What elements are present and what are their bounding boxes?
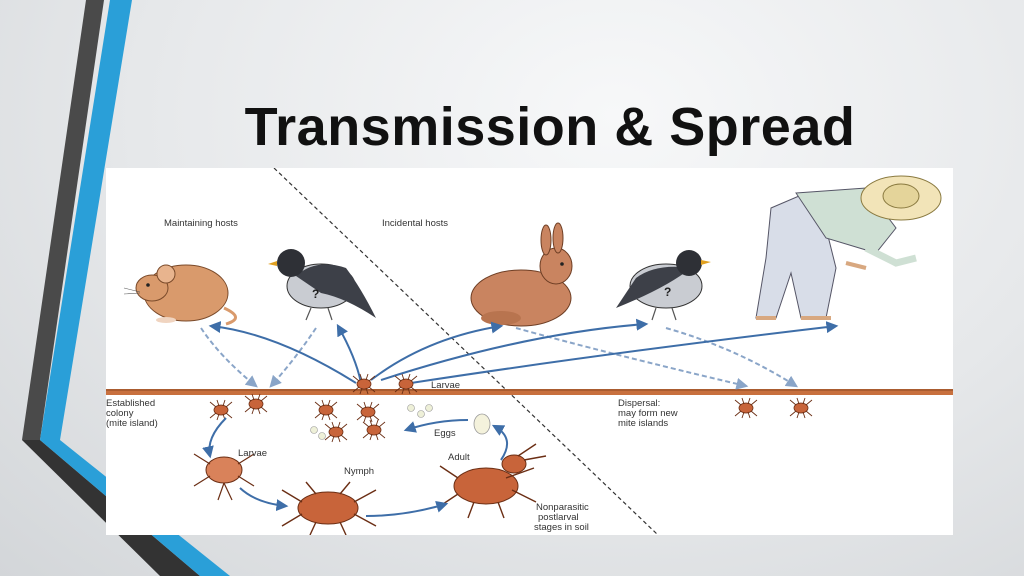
label-dispersal-2: may form new: [618, 408, 678, 419]
bird-left-illustration: ?: [268, 249, 376, 321]
mite-dispersal-2: [789, 397, 813, 419]
eggs-cluster: [310, 404, 491, 440]
label-dispersal-1: Dispersal:: [618, 398, 660, 409]
label-nonparasitic-1: Nonparasitic: [536, 502, 589, 513]
larva-illustration: [193, 453, 255, 501]
label-larvae-cycle: Larvae: [238, 448, 267, 459]
label-maintaining-hosts: Maintaining hosts: [164, 218, 238, 229]
label-established-colony-1: Established: [106, 398, 155, 409]
mite-colony-6: [362, 419, 386, 441]
label-eggs: Eggs: [434, 428, 456, 439]
adult-mite-illustration: [439, 443, 547, 519]
mouse-illustration: [123, 264, 237, 326]
label-larvae-top: Larvae: [431, 380, 460, 391]
nymph-illustration: [281, 481, 377, 535]
label-established-colony-2: colony: [106, 408, 134, 419]
label-established-colony-3: (mite island): [106, 418, 158, 429]
mite-colony-1: [244, 393, 268, 415]
label-dispersal-3: mite islands: [618, 418, 668, 429]
mite-colony-2: [209, 399, 233, 421]
mite-colony-3: [314, 399, 338, 421]
human-illustration: [755, 175, 942, 320]
bird-right-question-mark: ?: [664, 285, 671, 299]
mite-colony-5: [324, 421, 348, 443]
label-incidental-hosts: Incidental hosts: [382, 218, 448, 229]
divider-line: [273, 168, 659, 535]
soil-line: [106, 389, 953, 395]
label-nymph: Nymph: [344, 466, 374, 477]
label-nonparasitic-3: stages in soil: [534, 522, 589, 533]
slide-title: Transmission & Spread: [244, 97, 856, 157]
label-adult: Adult: [448, 452, 470, 463]
mite-dispersal-1: [734, 397, 758, 419]
bird-left-question-mark: ?: [312, 287, 319, 301]
rabbit-illustration: [470, 222, 573, 327]
label-nonparasitic-2: postlarval: [538, 512, 579, 523]
bird-right-illustration: ?: [616, 250, 711, 321]
mite-colony-4: [356, 401, 380, 423]
mite-lifecycle-diagram: Maintaining hosts Incidental hosts ?: [106, 168, 953, 535]
